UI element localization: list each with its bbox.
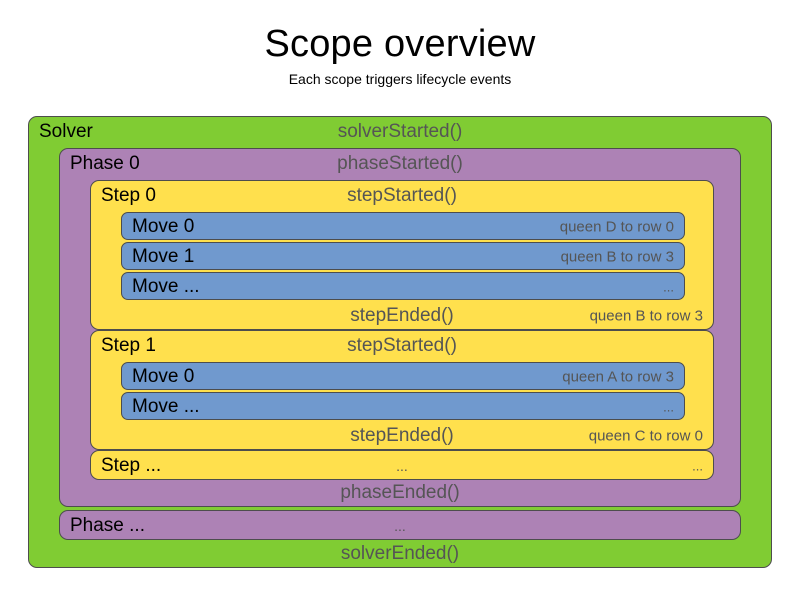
move-row[interactable]: Move 0 queen D to row 0	[121, 212, 685, 240]
step-ellipsis-label: Step ...	[101, 455, 162, 476]
phase-0-ended-event: phaseEnded()	[340, 482, 460, 503]
step-ellipsis-started-event: ...	[396, 458, 408, 474]
page-title: Scope overview	[264, 23, 536, 65]
solver-ended-event: solverEnded()	[340, 543, 460, 564]
step-1-scope[interactable]: Step 1 stepStarted() Move 0 queen A to r…	[90, 330, 714, 450]
move-1-label: Move 1	[132, 246, 195, 267]
phase-ellipsis-started-event: ...	[394, 518, 406, 534]
phase-ellipsis-label: Phase ...	[70, 515, 145, 536]
solver-started-event: solverStarted()	[337, 121, 463, 142]
phase-0-footer-row: phaseEnded()	[60, 478, 740, 508]
solver-header-row: Solver solverStarted()	[29, 117, 771, 147]
step-1-ended-value: queen C to row 0	[588, 427, 703, 445]
step-0-started-event: stepStarted()	[347, 185, 457, 206]
step-0-scope[interactable]: Step 0 stepStarted() Move 0 queen D to r…	[90, 180, 714, 330]
step-1-move-0-row: Move 0 queen A to row 3	[122, 363, 684, 391]
move-row[interactable]: Move 0 queen A to row 3	[121, 362, 685, 390]
phase-ellipsis-row: Phase ... ...	[60, 511, 740, 541]
solver-scope[interactable]: Solver solverStarted() Phase 0 phaseStar…	[28, 116, 772, 568]
phase-0-started-event: phaseStarted()	[337, 153, 463, 174]
move-0-value: queen D to row 0	[559, 218, 674, 236]
phase-0-header-row: Phase 0 phaseStarted()	[60, 149, 740, 179]
step-1-move-ellipsis-row: Move ... ...	[122, 393, 684, 421]
step-1-move-0-label: Move 0	[132, 366, 195, 387]
step-1-footer-row: stepEnded() queen C to row 0	[91, 421, 713, 451]
step-1-label: Step 1	[101, 335, 156, 356]
step-0-label: Step 0	[101, 185, 156, 206]
step-ellipsis-value: ...	[692, 458, 703, 474]
step-1-ended-event: stepEnded()	[350, 425, 454, 446]
step-1-header-row: Step 1 stepStarted()	[91, 331, 713, 361]
solver-footer-row: solverEnded()	[29, 539, 771, 569]
move-row[interactable]: Move ... ...	[121, 392, 685, 420]
step-1-started-event: stepStarted()	[347, 335, 457, 356]
phase-0-label: Phase 0	[70, 153, 140, 174]
step-ellipsis-row: Step ... ... ...	[91, 451, 713, 481]
move-1-row: Move 1 queen B to row 3	[122, 243, 684, 271]
move-1-value: queen B to row 3	[560, 248, 674, 266]
step-1-move-ellipsis-value: ...	[663, 399, 674, 415]
solver-label: Solver	[39, 121, 93, 142]
step-0-ended-event: stepEnded()	[350, 305, 454, 326]
step-0-footer-row: stepEnded() queen B to row 3	[91, 301, 713, 331]
move-ellipsis-value: ...	[663, 279, 674, 295]
phase-0-scope[interactable]: Phase 0 phaseStarted() Step 0 stepStarte…	[59, 148, 741, 507]
move-ellipsis-label: Move ...	[132, 276, 200, 297]
step-1-move-0-value: queen A to row 3	[562, 368, 674, 386]
phase-ellipsis-scope[interactable]: Phase ... ...	[59, 510, 741, 540]
title-block: Scope overview Each scope triggers lifec…	[0, 22, 800, 88]
page-subtitle: Each scope triggers lifecycle events	[288, 71, 512, 87]
move-0-row: Move 0 queen D to row 0	[122, 213, 684, 241]
step-ellipsis-scope[interactable]: Step ... ... ...	[90, 450, 714, 480]
step-1-move-ellipsis-label: Move ...	[132, 396, 200, 417]
step-0-ended-value: queen B to row 3	[589, 307, 703, 325]
move-row[interactable]: Move ... ...	[121, 272, 685, 300]
move-0-label: Move 0	[132, 216, 195, 237]
move-ellipsis-row: Move ... ...	[122, 273, 684, 301]
move-row[interactable]: Move 1 queen B to row 3	[121, 242, 685, 270]
step-0-header-row: Step 0 stepStarted()	[91, 181, 713, 211]
